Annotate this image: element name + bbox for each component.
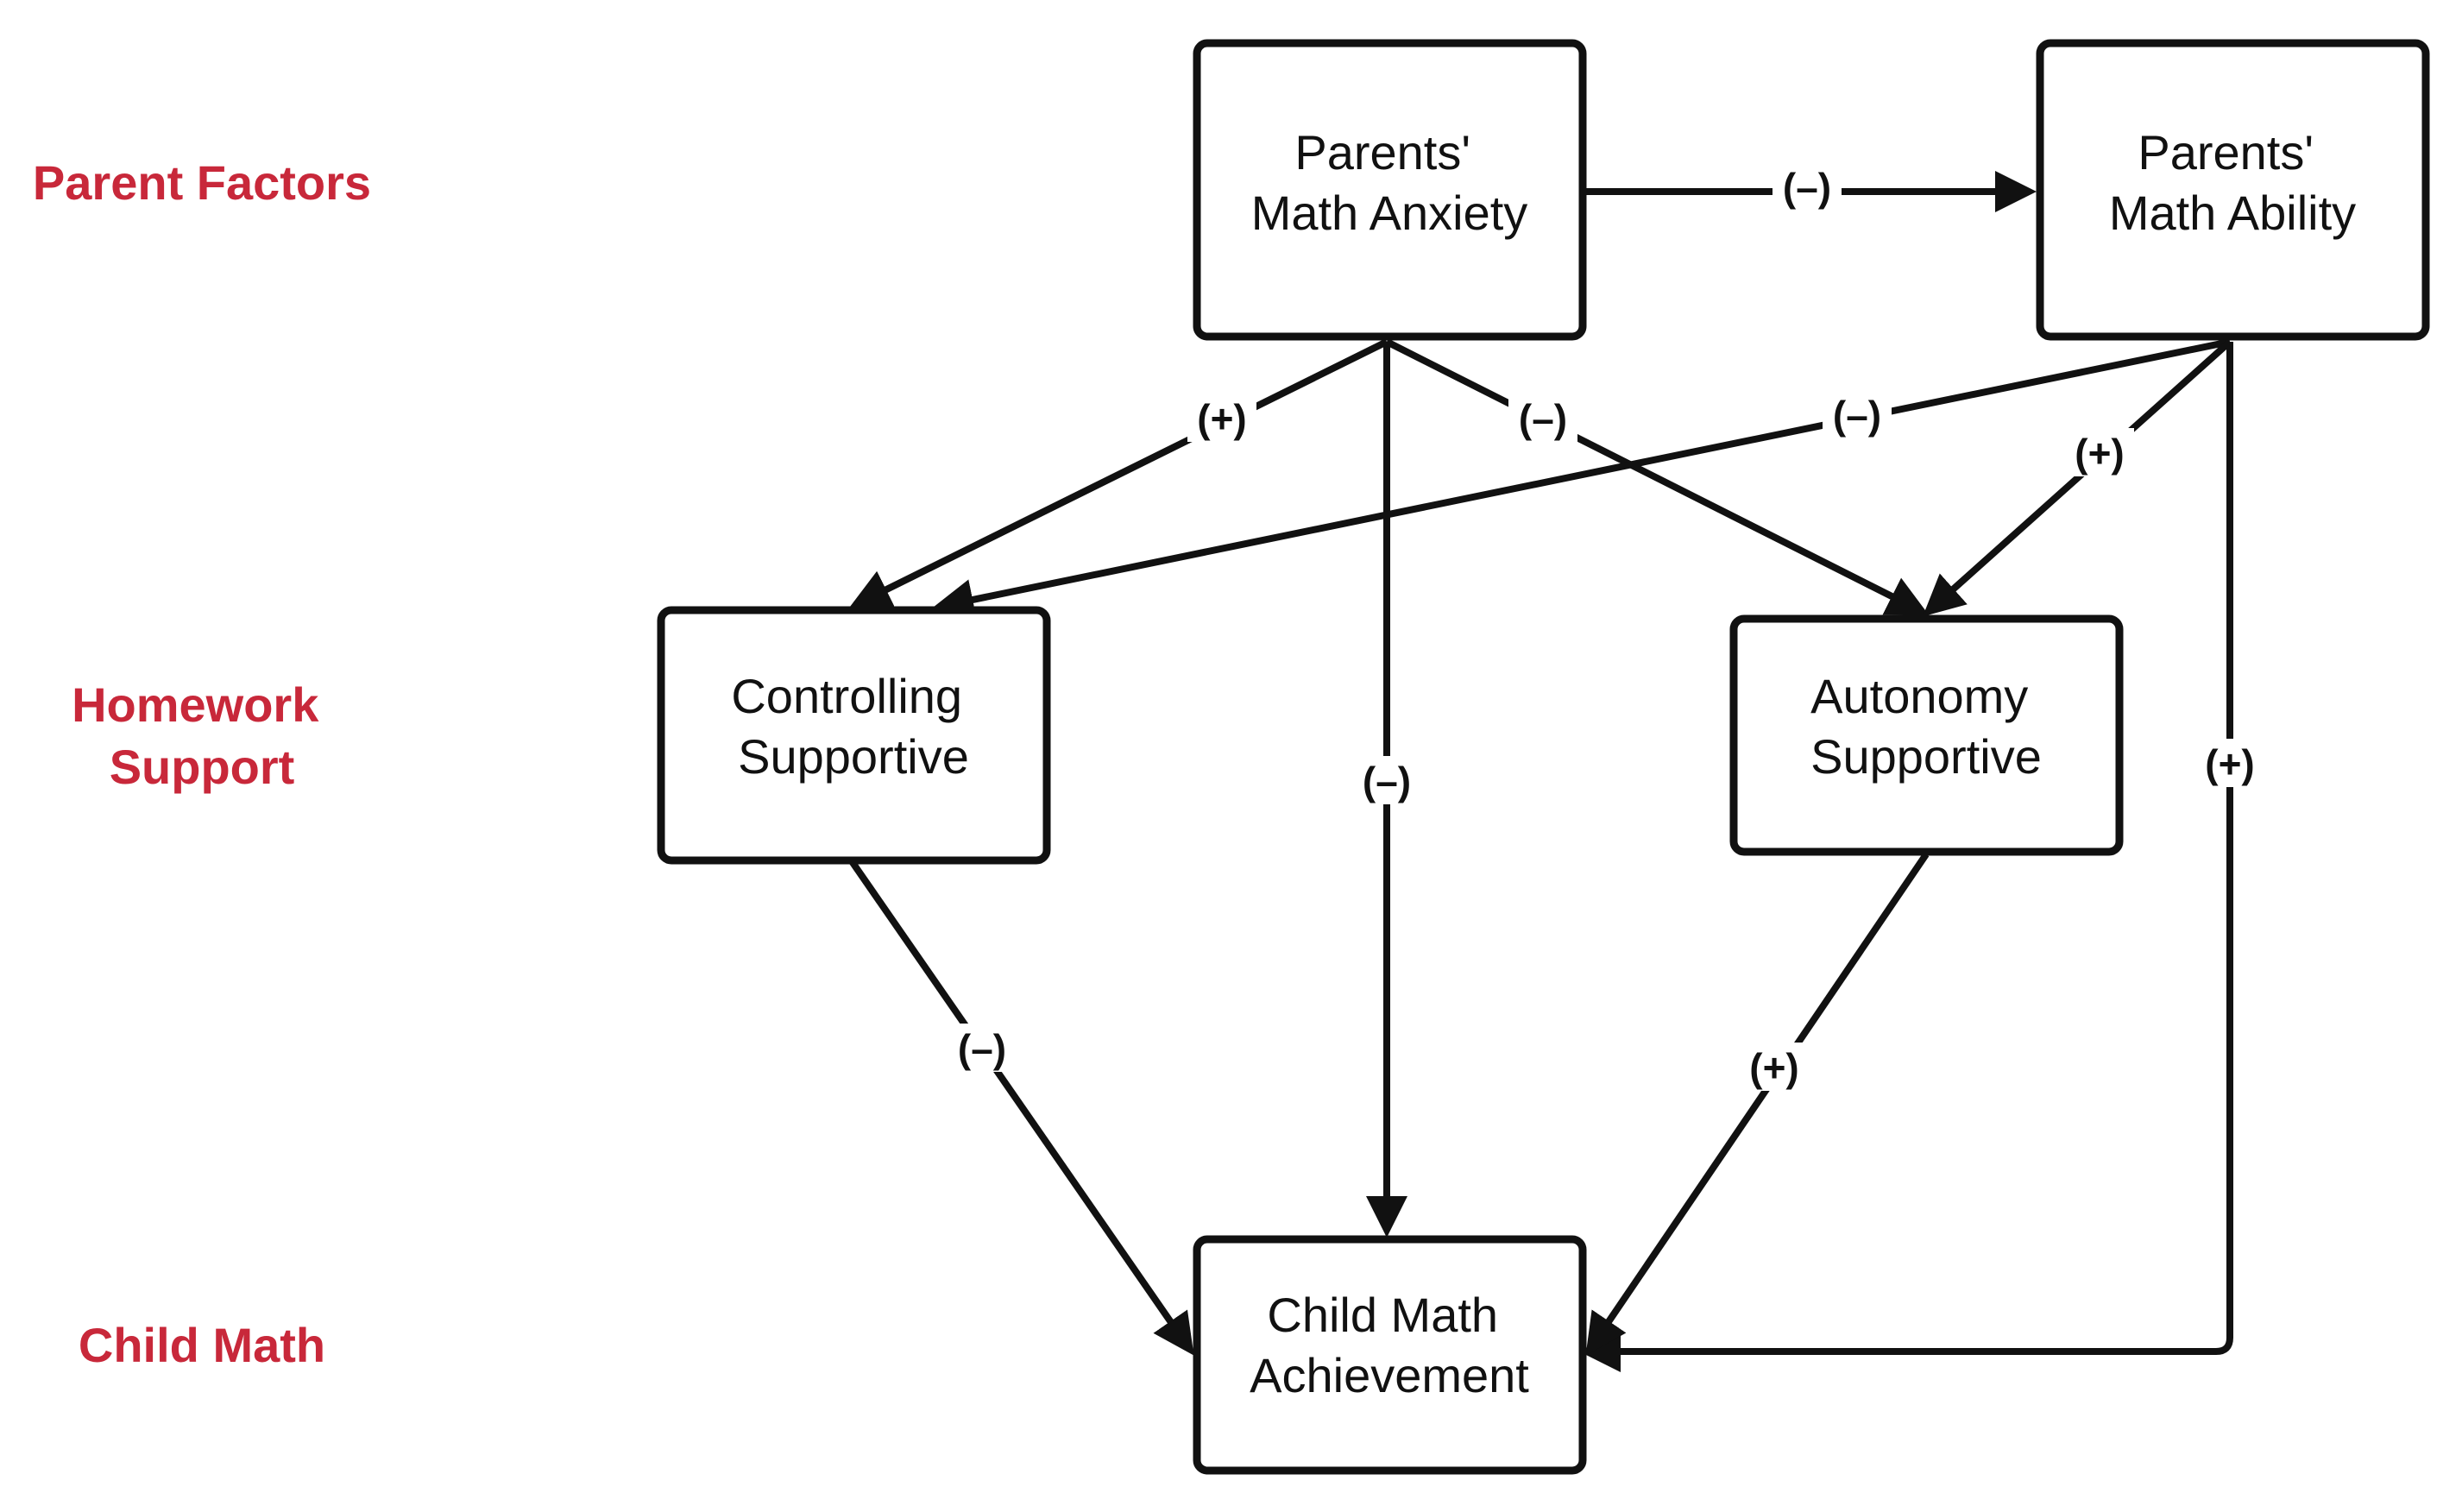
- edges: [848, 171, 2233, 1372]
- node-autonomy-line2: Supportive: [1810, 729, 2042, 784]
- node-parents-math-ability: Parents' Math Ability: [2036, 39, 2430, 341]
- svg-text:Parents' Math Ability: Parents' Math Ability: [2109, 125, 2356, 240]
- svg-text:(–): (–): [1833, 393, 1881, 438]
- svg-text:(+): (+): [1197, 396, 1247, 441]
- node-achievement-line1: Child Math: [1267, 1288, 1498, 1342]
- svg-text:Parents' Math Anxiety: Parents' Math Anxiety: [1251, 125, 1528, 240]
- svg-text:Controlling Supportive: Controlling Supportive: [731, 669, 975, 784]
- svg-text:Child Math Achievement: Child Math Achievement: [1250, 1288, 1529, 1402]
- edge-label-anxiety-controlling: (+): [1187, 394, 1256, 442]
- node-controlling-line2: Supportive: [738, 729, 969, 784]
- edge-label-ability-autonomy: (+): [2065, 428, 2134, 476]
- node-autonomy-supportive: Autonomy Supportive: [1729, 614, 2124, 856]
- node-anxiety-line2: Math Anxiety: [1251, 186, 1528, 240]
- edge-label-autonomy-achievement: (+): [1740, 1043, 1809, 1091]
- node-ability-line1: Parents': [2138, 125, 2314, 180]
- node-achievement-line2: Achievement: [1250, 1348, 1529, 1402]
- svg-text:(–): (–): [1519, 396, 1567, 441]
- level-label-child-math: Child Math: [79, 1318, 325, 1372]
- node-autonomy-line1: Autonomy: [1810, 669, 2028, 723]
- edge-label-controlling-achievement: (–): [948, 1024, 1017, 1072]
- edge-labels: (–) (+) (–) (–) (–) (+) (+) (–): [948, 162, 2264, 1091]
- svg-text:(–): (–): [1363, 759, 1411, 803]
- edge-label-ability-achievement: (+): [2195, 739, 2264, 787]
- node-ability-line2: Math Ability: [2109, 186, 2356, 240]
- level-label-homework-support: Homework Support: [72, 677, 332, 794]
- svg-text:Autonomy Supportive: Autonomy Supportive: [1810, 669, 2042, 784]
- svg-text:(–): (–): [958, 1026, 1006, 1071]
- node-controlling-line1: Controlling: [731, 669, 962, 723]
- edge-label-anxiety-autonomy: (–): [1508, 394, 1577, 442]
- svg-text:(+): (+): [2075, 431, 2125, 476]
- edge-controlling-to-achievement: [848, 859, 1194, 1356]
- edge-label-ability-controlling: (–): [1823, 390, 1892, 438]
- svg-text:(+): (+): [2205, 741, 2255, 786]
- node-parents-math-anxiety: Parents' Math Anxiety: [1193, 39, 1587, 341]
- level-label-homework-line2: Support: [110, 740, 295, 794]
- edge-label-anxiety-achievement: (–): [1352, 756, 1421, 804]
- edge-label-anxiety-ability: (–): [1773, 162, 1842, 211]
- edge-autonomy-to-achievement: [1585, 852, 1930, 1356]
- edge-ability-to-autonomy: [1923, 339, 2232, 617]
- level-label-homework-line1: Homework: [72, 677, 319, 732]
- edge-ability-to-achievement: [1579, 342, 2233, 1372]
- edge-anxiety-to-autonomy: [1385, 338, 1930, 615]
- edge-ability-to-controlling: [932, 338, 2231, 621]
- node-child-math-achievement: Child Math Achievement: [1193, 1235, 1587, 1475]
- svg-text:(+): (+): [1749, 1045, 1799, 1090]
- svg-text:(–): (–): [1783, 165, 1831, 210]
- level-label-parent-factors: Parent Factors: [33, 155, 371, 210]
- node-anxiety-line1: Parents': [1294, 125, 1470, 180]
- edge-anxiety-to-controlling: [848, 338, 1388, 608]
- node-controlling-supportive: Controlling Supportive: [657, 606, 1051, 865]
